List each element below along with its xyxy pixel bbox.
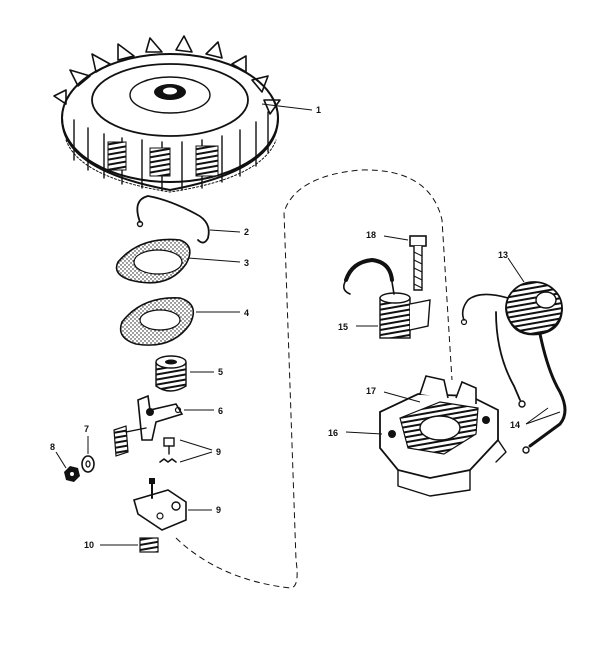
assembly-outline: [175, 169, 453, 589]
point-base: [133, 478, 187, 531]
condenser: [342, 258, 431, 339]
nut: [64, 466, 80, 482]
cover-plate: [115, 238, 191, 284]
callout-13: 13: [498, 250, 508, 260]
callout-14: 14: [510, 420, 520, 430]
callout-17: 17: [366, 386, 376, 396]
flywheel: [53, 35, 281, 193]
callout-8: 8: [50, 442, 55, 452]
callout-10: 10: [84, 540, 94, 550]
callout-18: 18: [366, 230, 376, 240]
breaker-arm: [113, 394, 184, 457]
ground-leads: [495, 311, 567, 454]
callout-9-bottom: 9: [216, 505, 221, 515]
callout-6: 6: [218, 406, 223, 416]
washer: [81, 455, 95, 473]
felt-wiper: [139, 537, 159, 553]
screw-and-washer: [159, 437, 177, 463]
callout-9-top: 9: [216, 447, 221, 457]
screw: [409, 235, 427, 291]
coil-bracket: [379, 375, 507, 497]
cam-bushing: [155, 355, 187, 392]
callout-3: 3: [244, 258, 249, 268]
callout-4: 4: [244, 308, 249, 318]
spring-clip: [136, 195, 210, 244]
callout-16: 16: [328, 428, 338, 438]
gasket: [119, 297, 195, 346]
callout-2: 2: [244, 227, 249, 237]
callout-5: 5: [218, 367, 223, 377]
callout-1: 1: [316, 105, 321, 115]
callout-7: 7: [84, 424, 89, 434]
callout-15: 15: [338, 322, 348, 332]
ignition-coil: [460, 281, 563, 336]
